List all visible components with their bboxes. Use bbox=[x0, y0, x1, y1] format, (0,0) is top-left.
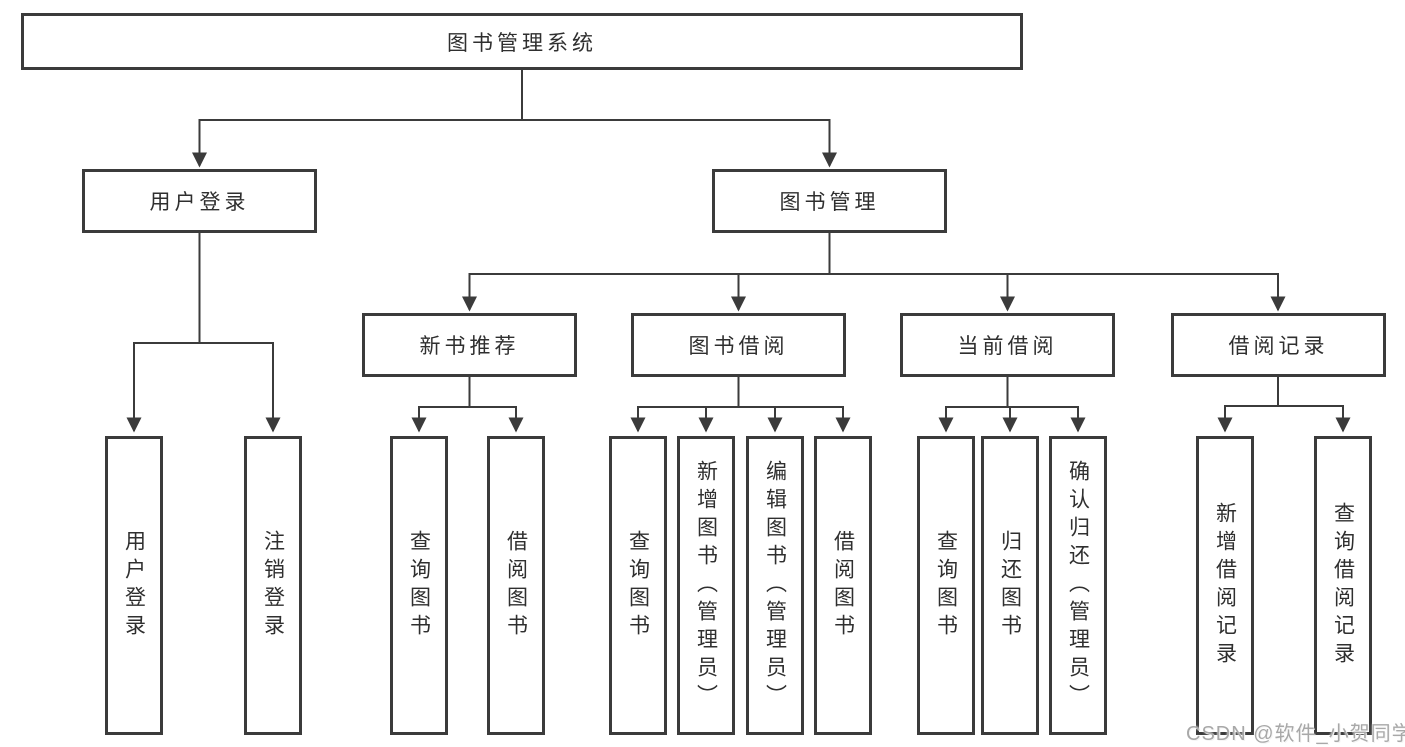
leaf-query-borrow-record: 查询借阅记录 bbox=[1314, 436, 1372, 735]
leaf-return-books: 归还图书 bbox=[981, 436, 1039, 735]
leaf-add-books-admin: 新增图书（管理员） bbox=[677, 436, 735, 735]
leaf-edit-books-admin: 编辑图书（管理员） bbox=[746, 436, 804, 735]
node-root: 图书管理系统 bbox=[21, 13, 1023, 70]
leaf-borrow-books-recommend: 借阅图书 bbox=[487, 436, 545, 735]
node-book-borrow: 图书借阅 bbox=[631, 313, 846, 377]
watermark: CSDN @软件_小贺同学 bbox=[1186, 723, 1405, 745]
leaf-borrow-books: 借阅图书 bbox=[814, 436, 872, 735]
node-new-book-recommend: 新书推荐 bbox=[362, 313, 577, 377]
leaf-query-books-current: 查询图书 bbox=[917, 436, 975, 735]
node-book-management: 图书管理 bbox=[712, 169, 947, 233]
leaf-user-login: 用户登录 bbox=[105, 436, 163, 735]
leaf-logout: 注销登录 bbox=[244, 436, 302, 735]
leaf-query-books-borrow: 查询图书 bbox=[609, 436, 667, 735]
leaf-query-books-recommend: 查询图书 bbox=[390, 436, 448, 735]
node-borrow-records: 借阅记录 bbox=[1171, 313, 1386, 377]
leaf-add-borrow-record: 新增借阅记录 bbox=[1196, 436, 1254, 735]
leaf-confirm-return-admin: 确认归还（管理员） bbox=[1049, 436, 1107, 735]
node-user-login: 用户登录 bbox=[82, 169, 317, 233]
node-current-borrow: 当前借阅 bbox=[900, 313, 1115, 377]
